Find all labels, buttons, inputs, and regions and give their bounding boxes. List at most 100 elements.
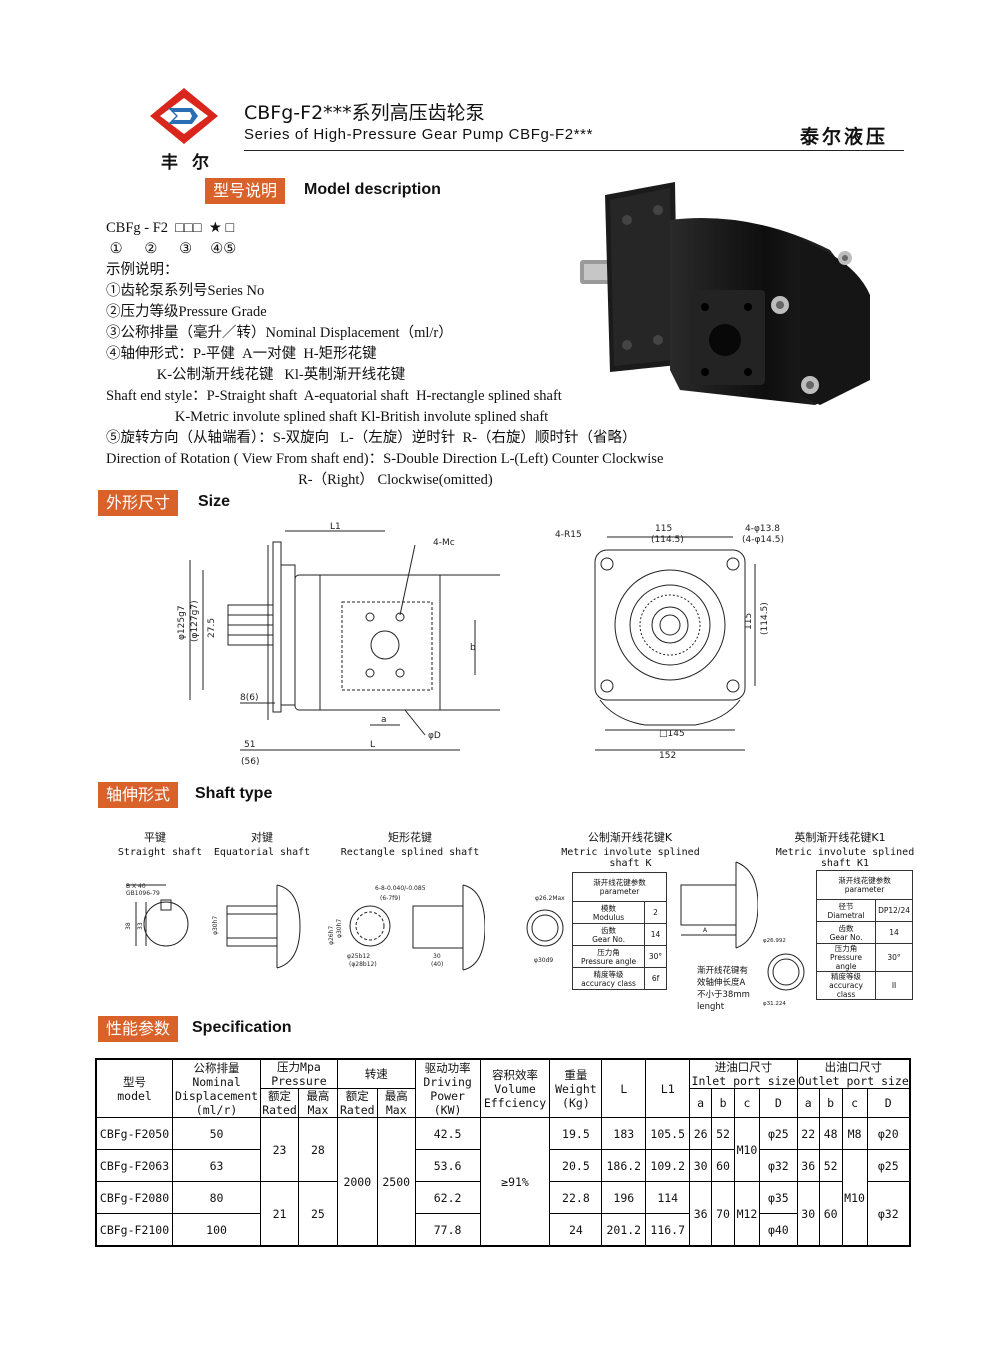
table-cell-out-D: φ20 [866, 1117, 911, 1150]
hdr-max-cn: 最高 [306, 1089, 330, 1103]
model-line: R-（Right） Clockwise(omitted) [106, 472, 493, 488]
param-value: 6f [644, 967, 667, 990]
table-cell-in-a: 26 [689, 1117, 713, 1150]
model-line: ③公称排量（毫升／转）Nominal Displacement（ml/r） [106, 325, 453, 341]
param-cn: 齿数 [601, 925, 617, 935]
dim-d127: (φ127g7) [190, 600, 200, 642]
dim-6-7f9: (6-7f9) [380, 895, 400, 902]
note-line: lenght [697, 1002, 725, 1012]
page-title-en: Series of High-Pressure Gear Pump CBFg-F… [244, 126, 594, 143]
table-cell-p-max: 25 [298, 1181, 338, 1247]
table-cell-p-rated: 21 [260, 1181, 299, 1247]
hdr-weight-cn: 重量 [564, 1067, 588, 1082]
param-value: 30° [875, 943, 913, 972]
param-en: accuracy class [581, 978, 636, 988]
hdr-disp-unit: (ml/r) [195, 1102, 238, 1117]
param-value: 14 [875, 921, 913, 944]
model-section-tag: 型号说明 [205, 178, 286, 204]
table-cell-model: CBFg-F2063 [95, 1149, 174, 1182]
shaft-section-title: Shaft type [195, 785, 273, 802]
table-cell-power: 62.2 [414, 1181, 481, 1214]
table-cell-power: 42.5 [414, 1117, 481, 1150]
param-cn: 精度等级 [831, 972, 862, 981]
hdr-pressure-cn: 压力Mpa [277, 1060, 321, 1074]
table-cell-power: 53.6 [414, 1149, 481, 1182]
table-cell-in-c: M10 [733, 1117, 760, 1182]
hdr-in-a: a [689, 1088, 713, 1118]
hdr-max-cn: 最高 [384, 1089, 408, 1103]
logo-mark-icon [150, 88, 218, 144]
dim-26h7: φ26h7 [328, 926, 335, 945]
dim-26-2max: φ26.2Max [535, 895, 565, 902]
table-cell-L: 196 [601, 1181, 647, 1214]
brand-name: 泰尔液压 [800, 126, 889, 148]
size-section-title: Size [198, 493, 231, 510]
page-title-cn: CBFg-F2***系列高压齿轮泵 [244, 102, 485, 124]
dim-51: 51 [244, 740, 255, 750]
dim-phiD: φD [428, 731, 441, 741]
shaft-type-cn: 平键 [144, 831, 166, 844]
table-cell-weight: 20.5 [549, 1149, 603, 1182]
note-line: 不小于38mm [697, 990, 750, 1000]
table-cell-out-D: φ32 [866, 1181, 911, 1247]
table-cell-L: 201.2 [601, 1213, 647, 1247]
table-cell-model: CBFg-F2050 [95, 1117, 174, 1150]
dim-114-5-top: (114.5) [651, 535, 684, 545]
hdr-max-en: Max [385, 1103, 407, 1117]
rect-splined-drawing: 6-8-0.040/-0.085 (6-7f9) φ26h7 φ30h7 φ25… [325, 880, 486, 975]
table-cell-in-D: φ40 [758, 1213, 798, 1247]
table-cell-in-a: 30 [689, 1149, 713, 1182]
dim-L1: L1 [330, 522, 341, 532]
pump-photo [570, 180, 900, 415]
param-value: 30° [644, 945, 667, 968]
param-value: 14 [644, 923, 667, 946]
table-cell-weight: 24 [549, 1213, 603, 1247]
table-cell-in-b: 70 [711, 1181, 735, 1247]
table-cell-L: 186.2 [601, 1149, 647, 1182]
hdr-pressure-en: Pressure [271, 1074, 327, 1088]
shaft-type-cn: 矩形花键 [388, 831, 432, 844]
equatorial-shaft-drawing: φ30h7 [205, 880, 305, 970]
front-view-drawing: 115 (114.5) 4-R15 4-φ13.8 (4-φ14.5) 115 … [555, 520, 785, 761]
dim-27-5: 27.5 [207, 618, 217, 638]
hdr-weight-en: Weight [555, 1081, 597, 1096]
company-logo [148, 86, 220, 146]
table-cell-in-D: φ35 [758, 1181, 798, 1214]
table-cell-out-b: 52 [818, 1149, 843, 1182]
dim-L: L [370, 740, 375, 750]
dim-26-992: φ26.992 [763, 938, 786, 944]
hdr-out-c: c [841, 1088, 868, 1118]
dim-30h7: φ30h7 [336, 919, 343, 938]
param-cn: 压力角 [834, 944, 858, 953]
param-cn: 模数 [601, 903, 617, 913]
param-value: DP12/24 [875, 899, 913, 922]
table-cell-out-a: 22 [796, 1117, 820, 1150]
dim-28b12: (φ28b12) [349, 961, 377, 968]
hdr-power-unit: (KW) [433, 1102, 462, 1117]
param-cn: 齿数 [838, 923, 854, 933]
table-cell-in-b: 60 [711, 1149, 735, 1182]
param-value: 2 [644, 901, 667, 924]
dim-4-14-5: (4-φ14.5) [742, 535, 784, 545]
shaft-type-en: Metric involute splined shaft K1 [775, 847, 915, 869]
dim-4-13-8: 4-φ13.8 [745, 524, 780, 534]
table-cell-L1: 109.2 [645, 1149, 691, 1182]
header-divider [244, 150, 904, 151]
dim-d125: φ125g7 [177, 605, 187, 640]
hdr-L: L [601, 1058, 647, 1118]
model-line: 示例说明： [106, 262, 179, 278]
dim-31-224: φ31.224 [763, 1001, 786, 1007]
table-cell-p-rated: 23 [260, 1117, 299, 1182]
dim-30h7-eq: φ30h7 [212, 916, 219, 935]
table-cell-L1: 114 [645, 1181, 691, 1214]
dim-4r15: 4-R15 [555, 530, 582, 540]
